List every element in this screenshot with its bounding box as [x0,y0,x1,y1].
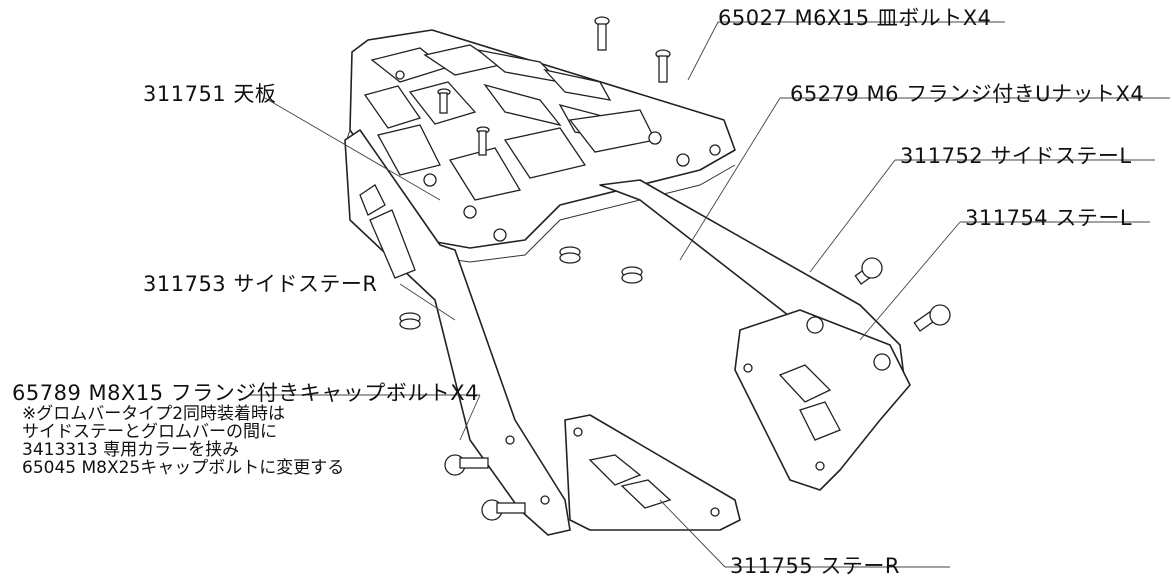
cap-bolts [444,257,951,521]
label-side-stay-l: 311752 サイドステーL [900,144,1132,168]
stay-l-part [734,309,911,491]
note-line: 65045 M8X25キャップボルトに変更する [22,458,345,478]
countersunk-bolts [437,16,671,156]
stay-r-part [564,414,741,531]
label-top-plate: 311751 天板 [143,82,277,106]
note-line: サイドステーとグロムバーの間に [22,422,277,442]
grom-bar-note: ※グロムバータイプ2同時装着時は サイドステーとグロムバーの間に 3413313… [22,405,344,477]
note-line: ※グロムバータイプ2同時装着時は [22,404,286,424]
label-stay-l: 311754 ステーL [965,206,1133,230]
label-nut-65279: 65279 M6 フランジ付きUナットX4 [790,82,1145,106]
top-plate-part [344,29,736,263]
flange-nuts [399,246,643,330]
label-side-stay-r: 311753 サイドステーR [143,272,378,296]
label-bolt-65027: 65027 M6X15 皿ボルトX4 [718,6,992,30]
label-bolt-65789: 65789 M8X15 フランジ付きキャップボルトX4 [12,381,479,405]
leader-lines [250,21,1170,568]
note-line: 3413313 専用カラーを挟み [22,440,240,460]
label-stay-r: 311755 ステーR [730,554,900,578]
side-stay-r-part [344,129,571,536]
